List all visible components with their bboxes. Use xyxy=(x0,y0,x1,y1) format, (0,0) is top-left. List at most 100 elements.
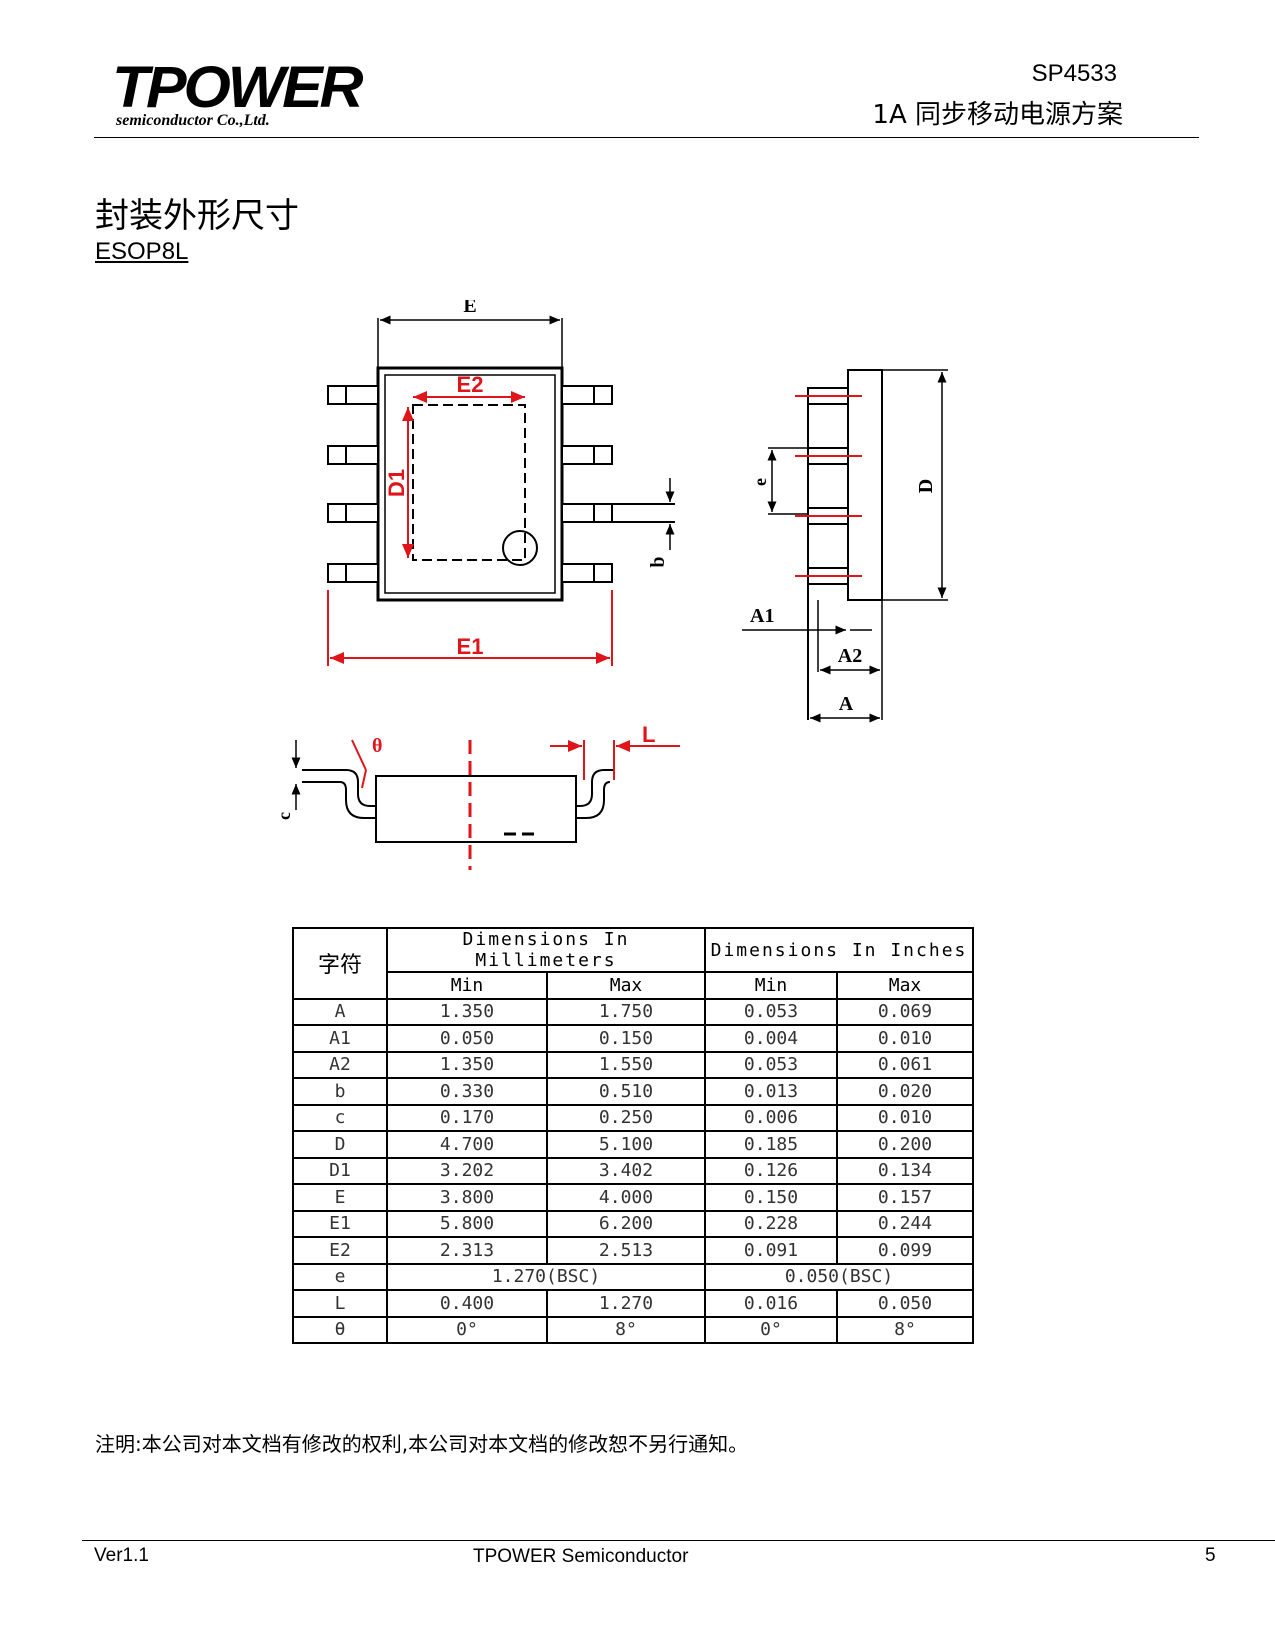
cell-mm-min: 4.700 xyxy=(386,1130,548,1159)
company-logo-subtext: semiconductor Co.,Ltd. xyxy=(116,112,270,129)
cell-mm-min: 0° xyxy=(386,1315,548,1344)
document-code: SP4533 xyxy=(1031,60,1117,87)
column-header-in-min: Min xyxy=(704,971,838,1000)
cell-in-max: 0.050 xyxy=(836,1289,974,1318)
dim-label-D: D xyxy=(915,479,937,493)
cell-mm-max: 1.550 xyxy=(546,1050,706,1079)
cell-in-min: 0° xyxy=(704,1315,838,1344)
cell-symbol: E xyxy=(292,1183,388,1212)
dim-label-A1: A1 xyxy=(750,605,774,627)
cell-symbol: L xyxy=(292,1289,388,1318)
cell-in-max: 0.200 xyxy=(836,1130,974,1159)
page-number: 5 xyxy=(1205,1545,1216,1566)
cell-in-max: 0.134 xyxy=(836,1156,974,1185)
dim-label-L: L xyxy=(642,722,655,747)
column-header-mm-max: Max xyxy=(546,971,706,1000)
cell-mm-max: 1.750 xyxy=(546,997,706,1026)
cell-mm-max: 1.270 xyxy=(546,1289,706,1318)
cell-mm-max: 0.150 xyxy=(546,1024,706,1053)
column-header-mm: Dimensions In Millimeters xyxy=(386,927,706,973)
cell-in-min: 0.185 xyxy=(704,1130,838,1159)
dim-label-e: e xyxy=(750,478,770,486)
cell-mm-max: 2.513 xyxy=(546,1236,706,1265)
cell-in-max: 0.020 xyxy=(836,1077,974,1106)
side-view: e D A1 A2 A xyxy=(742,369,948,723)
dim-label-A2: A2 xyxy=(838,645,862,667)
cell-mm-max: 3.402 xyxy=(546,1156,706,1185)
cell-symbol: θ xyxy=(292,1315,388,1344)
header-divider xyxy=(94,137,1199,138)
top-view: E b E2 D1 E1 xyxy=(327,300,675,666)
cell-symbol: e xyxy=(292,1262,388,1291)
column-header-mm-min: Min xyxy=(386,971,548,1000)
document-title: 1A 同步移动电源方案 xyxy=(872,100,1123,130)
footer-company: TPOWER Semiconductor xyxy=(473,1546,689,1567)
cell-in-min: 0.053 xyxy=(704,1050,838,1079)
disclaimer-note: 注明:本公司对本文档有修改的权利,本公司对本文档的修改恕不另行通知。 xyxy=(95,1432,749,1456)
dim-label-E2: E2 xyxy=(457,372,484,397)
column-header-in-max: Max xyxy=(836,971,974,1000)
cell-in-min: 0.228 xyxy=(704,1209,838,1238)
cell-in-max: 8° xyxy=(836,1315,974,1344)
cell-in-min: 0.091 xyxy=(704,1236,838,1265)
dim-label-E1: E1 xyxy=(457,634,484,659)
table-header-row: 字符 Dimensions In Millimeters Dimensions … xyxy=(292,927,974,1000)
cell-mm-min: 0.330 xyxy=(386,1077,548,1106)
cell-symbol: D xyxy=(292,1130,388,1159)
cell-in-max: 0.010 xyxy=(836,1103,974,1132)
cell-symbol: A2 xyxy=(292,1050,388,1079)
cell-in-max: 0.157 xyxy=(836,1183,974,1212)
cell-mm-max: 0.250 xyxy=(546,1103,706,1132)
cell-in-max: 0.010 xyxy=(836,1024,974,1053)
package-outline-drawing: E b E2 D1 E1 xyxy=(280,300,948,870)
cell-symbol: D1 xyxy=(292,1156,388,1185)
cell-mm-min: 5.800 xyxy=(386,1209,548,1238)
cell-in-bsc: 0.050(BSC) xyxy=(704,1262,974,1291)
cell-in-max: 0.061 xyxy=(836,1050,974,1079)
package-name: ESOP8L xyxy=(95,238,189,265)
dim-label-D1: D1 xyxy=(384,469,409,497)
front-view: c θ L xyxy=(280,722,680,870)
cell-symbol: E1 xyxy=(292,1209,388,1238)
dim-label-b: b xyxy=(647,556,669,567)
cell-mm-min: 3.800 xyxy=(386,1183,548,1212)
cell-mm-max: 5.100 xyxy=(546,1130,706,1159)
cell-in-min: 0.006 xyxy=(704,1103,838,1132)
column-header-symbol: 字符 xyxy=(292,927,388,1000)
cell-in-max: 0.069 xyxy=(836,997,974,1026)
cell-mm-max: 8° xyxy=(546,1315,706,1344)
cell-in-min: 0.004 xyxy=(704,1024,838,1053)
cell-mm-max: 4.000 xyxy=(546,1183,706,1212)
cell-in-min: 0.053 xyxy=(704,997,838,1026)
dim-label-A: A xyxy=(839,693,854,715)
cell-in-max: 0.244 xyxy=(836,1209,974,1238)
cell-in-min: 0.126 xyxy=(704,1156,838,1185)
cell-symbol: b xyxy=(292,1077,388,1106)
dim-label-E: E xyxy=(463,300,476,317)
section-title: 封装外形尺寸 xyxy=(95,196,299,236)
dim-label-c: c xyxy=(280,812,294,820)
cell-mm-min: 0.170 xyxy=(386,1103,548,1132)
cell-mm-min: 2.313 xyxy=(386,1236,548,1265)
dim-label-theta: θ xyxy=(372,735,382,757)
dimension-table: 字符 Dimensions In Millimeters Dimensions … xyxy=(292,927,974,1344)
table-subheader-row: Min Max Min Max xyxy=(293,971,974,1000)
cell-in-max: 0.099 xyxy=(836,1236,974,1265)
footer-version: Ver1.1 xyxy=(94,1545,149,1566)
cell-mm-min: 0.400 xyxy=(386,1289,548,1318)
company-logo: TPOWER xyxy=(112,55,364,120)
cell-mm-min: 3.202 xyxy=(386,1156,548,1185)
cell-mm-bsc: 1.270(BSC) xyxy=(386,1262,706,1291)
cell-in-min: 0.013 xyxy=(704,1077,838,1106)
footer-divider xyxy=(82,1540,1275,1541)
